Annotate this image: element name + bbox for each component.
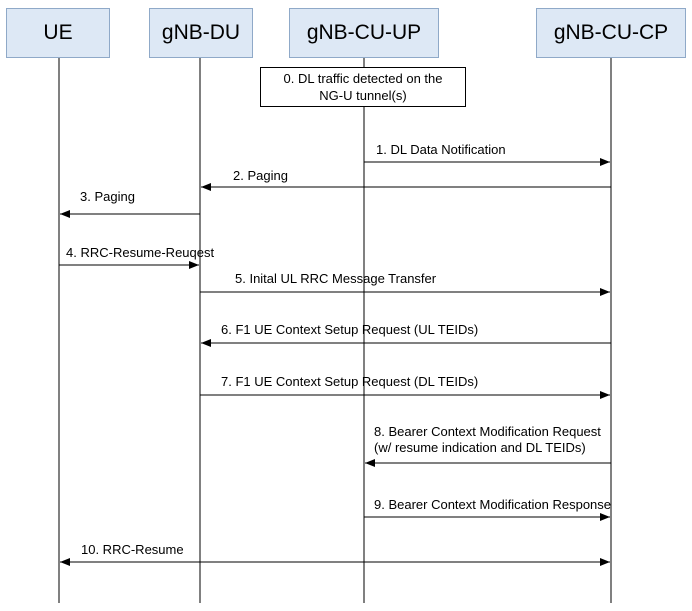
entity-gnb-cu-up: gNB-CU-UP — [289, 8, 439, 58]
entity-ue: UE — [6, 8, 110, 58]
message-label-5: 5. Inital UL RRC Message Transfer — [235, 271, 437, 286]
arrow-10-left-head — [60, 558, 70, 566]
note-line-2: NG-U tunnel(s) — [319, 88, 407, 103]
entity-gnb-du: gNB-DU — [149, 8, 253, 58]
message-label-4: 4. RRC-Resume-Reuqest — [66, 245, 215, 260]
message-label-2: 2. Paging — [233, 168, 288, 183]
message-label-6: 6. F1 UE Context Setup Request (UL TEIDs… — [221, 322, 479, 337]
entity-gnb-cu-cp: gNB-CU-CP — [536, 8, 686, 58]
message-label-7: 7. F1 UE Context Setup Request (DL TEIDs… — [221, 374, 479, 389]
message-label-3: 3. Paging — [80, 189, 135, 204]
message-label-1: 1. DL Data Notification — [376, 142, 506, 157]
message-label-8a: 8. Bearer Context Modification Request — [374, 424, 601, 439]
note-line-1: 0. DL traffic detected on the — [283, 71, 443, 86]
message-label-8b: (w/ resume indication and DL TEIDs) — [374, 440, 586, 455]
message-label-10: 10. RRC-Resume — [81, 542, 184, 557]
note-box: 0. DL traffic detected on the NG-U tunne… — [260, 67, 466, 107]
message-label-9: 9. Bearer Context Modification Response — [374, 497, 612, 512]
